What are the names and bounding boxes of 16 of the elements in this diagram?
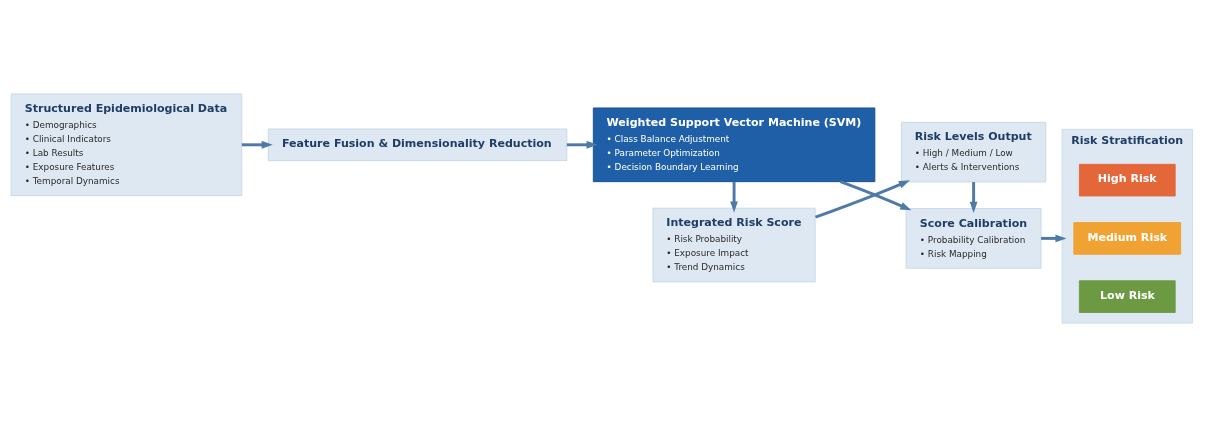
node-box: Score Calibration • Probability Calibration • Risk Mapping — [905, 208, 1042, 269]
node-box: High Risk — [1078, 163, 1176, 197]
arrow — [839, 180, 912, 211]
arrow — [969, 182, 978, 213]
node-box: Integrated Risk Score • Risk Probability • Exposure Impact • Trend Dynamics — [652, 207, 816, 283]
node-box: Medium Risk — [1073, 222, 1182, 255]
arrow — [815, 180, 910, 219]
arrow — [730, 181, 738, 213]
node-box: Structured Epidemiological Data • Demographics • Clinical Indicators • Lab Results • Exposure Features • Temporal Dynamics — [10, 93, 243, 197]
arrow — [1041, 234, 1067, 243]
arrow — [241, 140, 273, 149]
node-box: Feature Fusion & Dimensionality Reduction — [267, 128, 568, 162]
node-box: Risk Levels Output • High / Medium / Low • Alerts & Interventions — [900, 121, 1047, 183]
arrow — [566, 140, 598, 149]
node-box: Low Risk — [1078, 280, 1176, 313]
node-box: Weighted Support Vector Machine (SVM) • Class Balance Adjustment • Parameter Optimization • Decision Boundary Learning — [592, 107, 876, 183]
